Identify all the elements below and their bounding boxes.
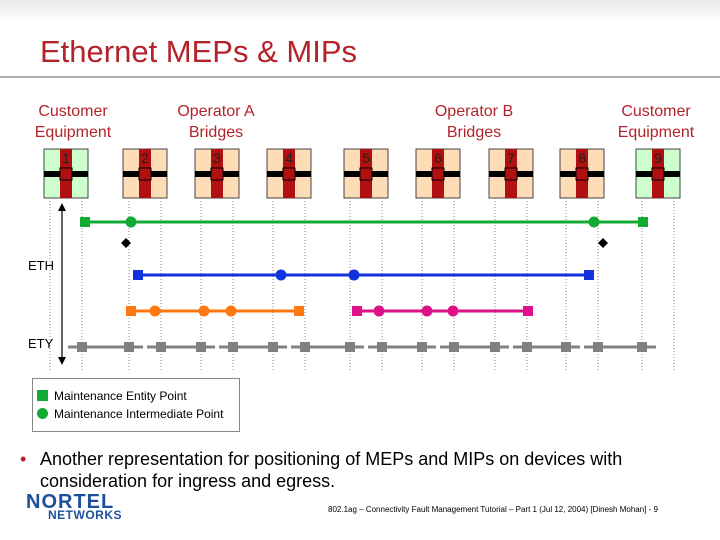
- device-1-center: [59, 167, 73, 181]
- mip-circle-icon: [37, 408, 48, 419]
- device-6-label: 6: [434, 150, 442, 166]
- group-customer-right-line1: Customer: [621, 103, 691, 120]
- device-2-label: 2: [141, 150, 149, 166]
- operator-a-mip-3: [225, 305, 237, 317]
- device-2-center: [138, 167, 152, 181]
- device-1-label: 1: [62, 150, 70, 166]
- top-bar: [0, 0, 720, 22]
- slide-title: Ethernet MEPs & MIPs: [40, 34, 357, 69]
- device-8-center: [575, 167, 589, 181]
- group-customer-right-line2: Equipment: [617, 124, 695, 141]
- operator-b-mip-1: [373, 305, 385, 317]
- group-operator-a-line2: Bridges: [188, 124, 244, 141]
- ety-mep-7-8-b: [561, 342, 571, 352]
- operator-a-mep-right: [294, 306, 304, 316]
- device-9-label: 9: [654, 150, 662, 166]
- provider-mip-1: [275, 269, 287, 281]
- operator-b-mep-left: [352, 306, 362, 316]
- provider-mip-2: [348, 269, 360, 281]
- operator-a-mip-1: [149, 305, 161, 317]
- legend-mep-row: Maintenance Entity Point: [37, 389, 187, 403]
- legend: Maintenance Entity Point Maintenance Int…: [32, 378, 240, 432]
- device-7-center: [504, 167, 518, 181]
- logo-line2: NETWORKS: [48, 508, 122, 522]
- provider-mep-left: [133, 270, 143, 280]
- group-operator-b: Operator B Bridges: [414, 101, 534, 143]
- logo-line1: NORTEL: [26, 491, 115, 513]
- customer-mep-right: [638, 217, 648, 227]
- operator-b-mip-3: [447, 305, 459, 317]
- ety-mep-4-5-b: [345, 342, 355, 352]
- ety-mep-2-3-b: [196, 342, 206, 352]
- ety-mep-3-4-b: [268, 342, 278, 352]
- mep-mip-diagram: 1 2 3 4 5 6 7 8 9: [43, 148, 681, 372]
- ety-mep-3-4-a: [228, 342, 238, 352]
- ety-mep-6-7-a: [449, 342, 459, 352]
- ety-mep-8-9-a: [593, 342, 603, 352]
- device-6-center: [431, 167, 445, 181]
- eth-level-label: ETH: [28, 258, 54, 273]
- ety-mep-5-6-a: [377, 342, 387, 352]
- ety-mep-7-8-a: [522, 342, 532, 352]
- provider-mep-right: [584, 270, 594, 280]
- legend-mip-row: Maintenance Intermediate Point: [37, 407, 223, 421]
- ety-mep-6-7-b: [490, 342, 500, 352]
- legend-mip-label: Maintenance Intermediate Point: [54, 407, 224, 421]
- device-4-center: [282, 167, 296, 181]
- operator-a-mip-2: [198, 305, 210, 317]
- group-operator-a: Operator A Bridges: [156, 101, 276, 143]
- ety-mep-2-3-a: [156, 342, 166, 352]
- device-9-center: [651, 167, 665, 181]
- mep-square-icon: [37, 390, 48, 401]
- legend-mep-label: Maintenance Entity Point: [54, 389, 187, 403]
- diamond-right-icon: [598, 238, 608, 248]
- device-5-label: 5: [362, 150, 370, 166]
- customer-mep-left: [80, 217, 90, 227]
- diamond-left-icon: [121, 238, 131, 248]
- ety-level-label: ETY: [28, 336, 54, 351]
- group-customer-left-line2: Equipment: [34, 124, 112, 141]
- operator-b-mip-2: [421, 305, 433, 317]
- nortel-logo: NORTEL NETWORKS: [26, 491, 126, 525]
- operator-a-mep-left: [126, 306, 136, 316]
- group-customer-left: Customer Equipment: [14, 101, 132, 143]
- device-8-label: 8: [578, 150, 586, 166]
- customer-mip-2: [588, 216, 600, 228]
- bullet-text: Another representation for positioning o…: [40, 449, 623, 491]
- footer-citation: 802.1ag – Connectivity Fault Management …: [328, 505, 658, 514]
- device-3-center: [210, 167, 224, 181]
- ety-mep-1-2-b: [124, 342, 134, 352]
- bullet-marker: •: [20, 449, 27, 469]
- device-5-center: [359, 167, 373, 181]
- device-7-label: 7: [507, 150, 515, 166]
- device-4-label: 4: [285, 150, 293, 166]
- ety-mep-4-5-a: [300, 342, 310, 352]
- group-operator-b-line2: Bridges: [446, 124, 502, 141]
- group-operator-b-line1: Operator B: [434, 103, 514, 120]
- scope-arrow-down-icon: [58, 357, 66, 365]
- ety-mep-5-6-b: [417, 342, 427, 352]
- scope-arrow-up-icon: [58, 203, 66, 211]
- group-operator-a-line1: Operator A: [177, 103, 255, 120]
- operator-b-mep-right: [523, 306, 533, 316]
- group-customer-right: Customer Equipment: [596, 101, 716, 143]
- customer-mip-1: [125, 216, 137, 228]
- group-customer-left-line1: Customer: [38, 103, 108, 120]
- device-3-label: 3: [213, 150, 221, 166]
- title-divider: [0, 76, 720, 78]
